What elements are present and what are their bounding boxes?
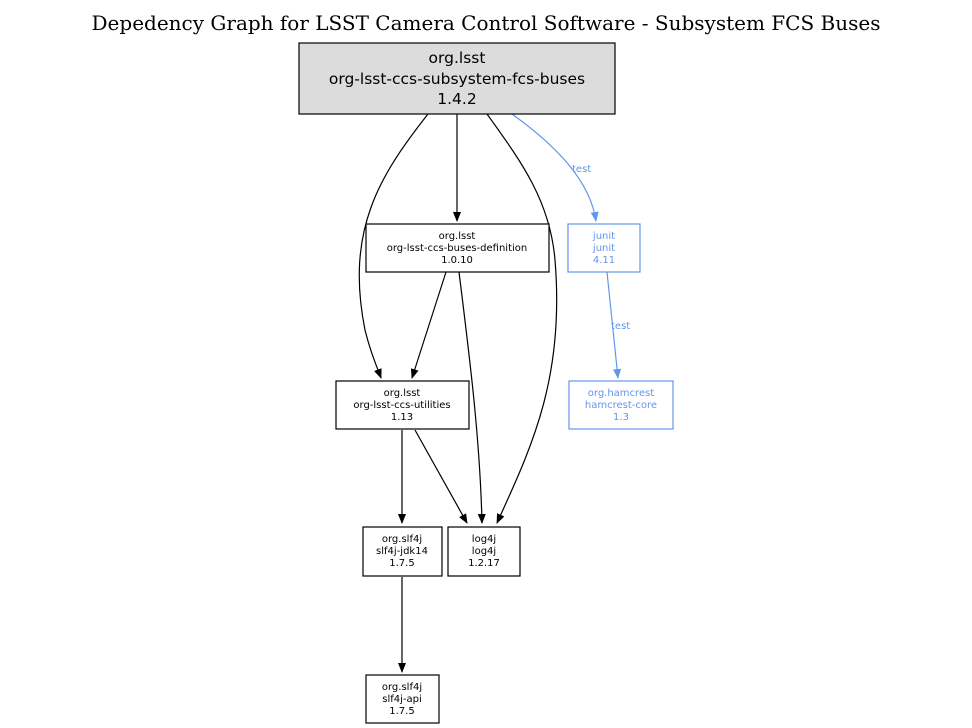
edge-root-log4j	[486, 113, 558, 524]
node-slf4j-jdk14[interactable]: org.slf4j slf4j-jdk14 1.7.5	[362, 526, 443, 577]
node-group: log4j	[472, 534, 496, 545]
node-junit[interactable]: junit junit 4.11	[567, 223, 641, 273]
node-version: 1.2.17	[468, 558, 500, 569]
node-artifact: hamcrest-core	[585, 400, 657, 411]
node-buses-definition[interactable]: org.lsst org-lsst-ccs-buses-definition 1…	[365, 223, 550, 273]
node-hamcrest[interactable]: org.hamcrest hamcrest-core 1.3	[568, 380, 674, 430]
edge-utilities-log4j	[414, 429, 468, 524]
node-group: junit	[592, 231, 615, 242]
node-utilities[interactable]: org.lsst org-lsst-ccs-utilities 1.13	[335, 380, 470, 430]
node-artifact: org-lsst-ccs-buses-definition	[387, 243, 528, 254]
node-artifact: org-lsst-ccs-subsystem-fcs-buses	[329, 70, 585, 88]
edge-label-test-hamcrest: test	[611, 321, 630, 332]
node-version: 1.0.10	[441, 255, 473, 266]
node-group: org.hamcrest	[588, 388, 655, 399]
node-version: 1.7.5	[389, 706, 414, 717]
node-artifact: junit	[592, 243, 615, 254]
node-version: 4.11	[593, 255, 615, 266]
node-group: org.lsst	[439, 231, 476, 242]
edge-junit-hamcrest	[606, 271, 622, 379]
node-group: org.lsst	[429, 49, 486, 67]
node-root[interactable]: org.lsst org-lsst-ccs-subsystem-fcs-buse…	[298, 42, 616, 115]
edges: test test	[358, 113, 630, 673]
edge-root-utilities	[358, 113, 429, 379]
edge-label-test-junit: test	[572, 164, 591, 175]
node-group: org.slf4j	[382, 682, 422, 693]
node-version: 1.3	[613, 412, 629, 423]
edge-buses-def-utilities	[410, 271, 447, 379]
node-version: 1.13	[391, 412, 413, 423]
node-slf4j-api[interactable]: org.slf4j slf4j-api 1.7.5	[365, 674, 440, 724]
node-version: 1.4.2	[437, 90, 476, 108]
node-artifact: org-lsst-ccs-utilities	[353, 400, 450, 411]
node-artifact: log4j	[472, 546, 496, 557]
node-artifact: slf4j-api	[382, 694, 422, 705]
node-group: org.slf4j	[382, 534, 422, 545]
edge-root-junit	[511, 113, 599, 222]
edge-buses-def-log4j	[458, 271, 486, 524]
graph-title: Depedency Graph for LSST Camera Control …	[92, 11, 881, 35]
node-version: 1.7.5	[389, 558, 414, 569]
node-group: org.lsst	[384, 388, 421, 399]
node-log4j[interactable]: log4j log4j 1.2.17	[447, 526, 521, 577]
node-artifact: slf4j-jdk14	[376, 546, 428, 557]
